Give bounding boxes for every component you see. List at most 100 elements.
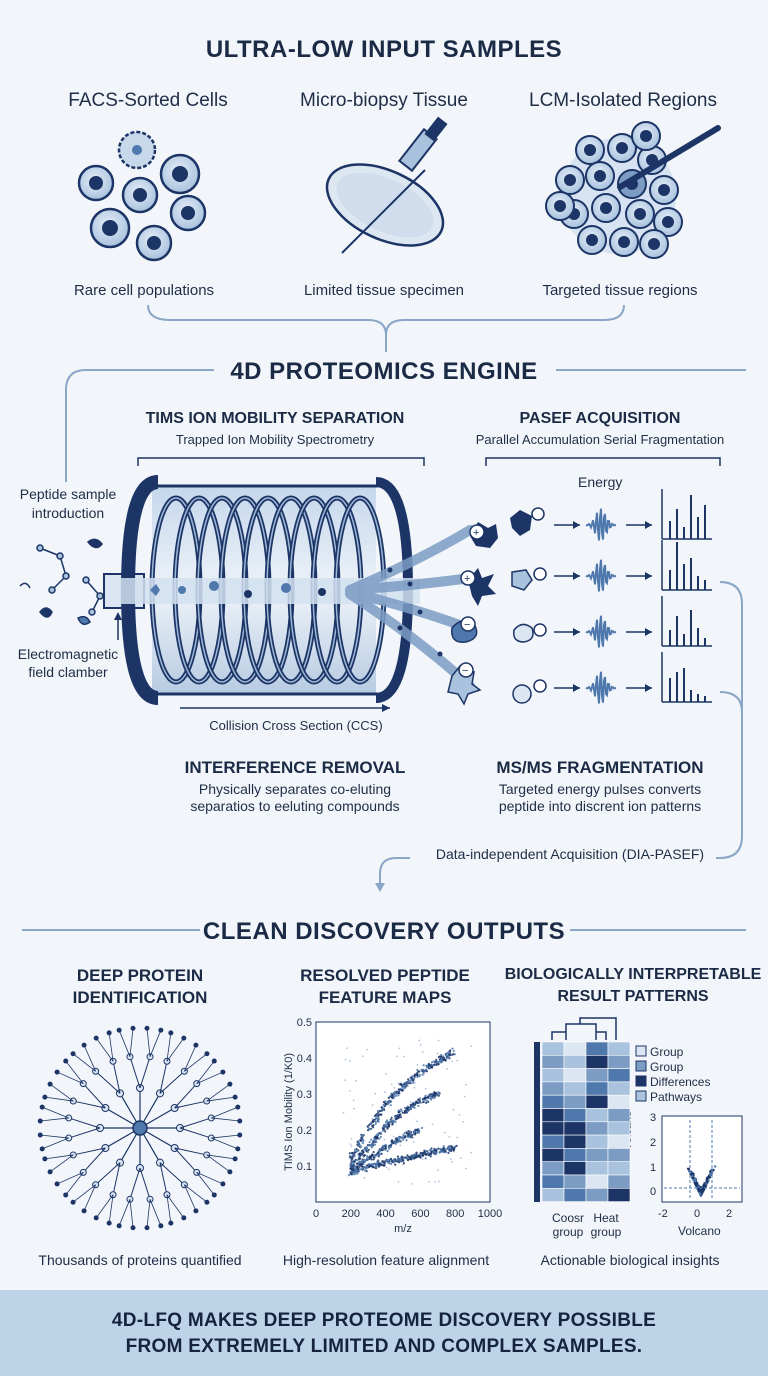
feature-point [354,1168,357,1172]
feature-point [417,1098,420,1101]
feature-point [396,1136,399,1140]
feature-point [363,1158,366,1161]
feature-point [392,1092,395,1096]
feature-point [384,1100,387,1103]
heatmap-chart [534,1017,631,1202]
interference-text-1: Physically separates co-eluting [198,781,392,797]
interference-text-2: separatios to eeluting compounds [190,798,400,814]
feature-point [375,1117,378,1120]
feature-point [402,1133,405,1137]
heatmap-cell [541,1094,565,1109]
feature-point [373,1143,377,1146]
dia-label: Data-independent Acquisition (DIA-PASEF) [435,846,705,862]
feature-point [399,1157,402,1160]
feature-point [447,1056,450,1059]
volcano-xtick-0: 0 [694,1208,701,1220]
feature-point [358,1163,361,1166]
y-tick-label: 0.5 [297,1017,312,1029]
heatmap-cell [607,1161,631,1176]
feature-point [406,1154,409,1157]
heatmap-cell [541,1188,565,1202]
feature-point [437,1091,440,1094]
heatmap-cell [563,1068,587,1083]
heatmap-cell [541,1174,565,1189]
section-title-outputs: CLEAN DISCOVERY OUTPUTS [202,918,566,945]
heatmap-cell [541,1121,565,1136]
heatmap-cell [541,1108,565,1123]
feature-point [412,1081,415,1084]
feature-point [375,1133,378,1136]
feature-point [389,1104,392,1107]
feature-point [451,1146,454,1149]
volcano-xtick-m2: -2 [658,1208,668,1220]
feature-point [356,1172,359,1175]
tims-title: TIMS ION MOBILITY SEPARATION [145,410,405,427]
feature-point [367,1148,370,1151]
feature-point [414,1156,417,1160]
feature-point [453,1053,456,1056]
heatmap-legend [635,1045,647,1102]
heatmap-cell [607,1174,631,1189]
feature-point [409,1158,413,1161]
volcano-ytick-3: 3 [650,1112,657,1124]
lcm-cells-icon [545,121,721,259]
feature-point [349,1172,353,1175]
feature-point [422,1064,425,1067]
feature-point [416,1075,419,1079]
feature-point [384,1130,387,1133]
feature-point [383,1164,386,1167]
feature-point [405,1139,408,1142]
feature-point [380,1163,383,1166]
feature-point [357,1167,360,1170]
feature-point [424,1157,427,1160]
feature-point [411,1136,414,1139]
em-label-2: field clamber [28,664,108,680]
feature-point [376,1109,380,1113]
feature-point [409,1082,412,1085]
lcm-cell [631,121,661,151]
heatmap-cell [585,1094,609,1109]
heatmap-cell [585,1121,609,1136]
feature-point [397,1161,401,1164]
feature-point [401,1089,404,1092]
x-tick-label: 600 [411,1208,429,1220]
feature-point [349,1165,352,1168]
feature-point [440,1053,443,1057]
feature-point [376,1152,380,1155]
volcano-ytick-2: 2 [650,1137,657,1149]
feature-point [449,1049,452,1052]
feature-point [380,1106,383,1109]
x-tick-label: 200 [342,1208,360,1220]
feature-point [402,1138,405,1141]
feature-point [381,1147,384,1150]
heatmap-cell [607,1148,631,1163]
heatmap-cell [585,1148,609,1163]
heatmap-cell [585,1108,609,1123]
feature-point [360,1135,363,1138]
feature-point [416,1129,419,1132]
feature-point [358,1153,361,1156]
feature-point [425,1099,428,1102]
heatmap-cell [563,1188,587,1202]
feature-point [382,1160,386,1163]
feature-point [375,1154,378,1157]
feature-point [389,1144,393,1147]
heatmap-cell [563,1161,587,1176]
feature-point [353,1148,357,1151]
feature-point [389,1157,392,1161]
feature-point [377,1150,380,1153]
heatmap-cell [607,1041,631,1056]
feature-point [405,1132,409,1135]
feature-point [366,1150,370,1154]
feature-point [432,1094,435,1097]
feature-point [407,1109,410,1112]
feature-point [373,1138,376,1141]
feature-point [391,1123,394,1126]
feature-point [423,1070,426,1073]
feature-point [437,1094,440,1097]
feature-point [435,1058,438,1062]
feature-point [442,1145,445,1148]
heatmap-cell [541,1055,565,1069]
feature-point [374,1120,377,1123]
x-tick-label: 800 [446,1208,464,1220]
